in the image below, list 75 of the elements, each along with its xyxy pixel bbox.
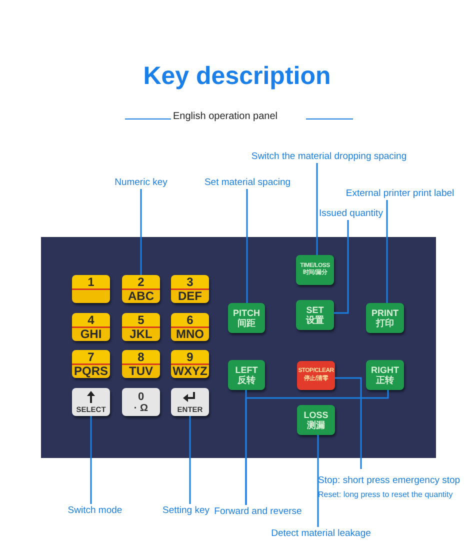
function-key [296,300,334,330]
key-label: 2 [138,276,144,288]
key-label: TUV [129,365,153,377]
keypad-key [72,350,110,378]
key-label: RIGHT [371,364,399,375]
key-label: 正转 [376,375,394,386]
annotation-text: Set material spacing [204,177,291,188]
title: Key description [142,62,332,91]
leader-line [90,416,92,504]
keypad-key [72,313,110,341]
key-label: 间距 [238,318,256,328]
key-label: PRINT [372,308,398,318]
key-label: 0 [138,390,144,402]
annotation-text: Numeric key [114,177,168,188]
key-label: 7 [88,351,94,363]
function-key [366,303,404,333]
key-label: 5 [138,314,144,326]
key-label: DEF [178,290,202,302]
key-label: GHI [80,328,102,340]
keypad-key [122,275,160,303]
control-panel [41,237,436,458]
keypad-key [122,388,160,416]
annotation-text: Switch the material dropping spacing [251,151,407,162]
keypad-key [171,388,209,416]
function-key [297,405,335,435]
keypad-key [171,350,209,378]
leader-line [386,200,388,303]
key-label: LEFT [235,364,258,375]
keypad-key [122,313,160,341]
key-label: · Ω [134,402,148,414]
key-label: 反转 [238,375,256,386]
key-label: 3 [186,276,194,288]
key-label: 4 [88,314,94,326]
key-label: 测漏 [307,420,325,430]
key-label: 9 [186,351,194,363]
keypad-key [171,313,209,341]
annotation-text: Stop: short press emergency stop [318,475,460,486]
leader-line [317,435,319,527]
subtitle: English operation panel [173,111,278,122]
key-label: WXYZ [172,365,208,377]
key-label: 打印 [376,318,394,328]
function-key [228,360,265,390]
key-label: SET [306,304,324,315]
annotation-text: External printer print label [346,188,454,199]
key-label: 设置 [306,315,324,326]
function-key [296,255,334,285]
key-label: PITCH [233,308,260,318]
leader-line [335,377,362,469]
key-label: JKL [130,328,152,340]
function-key [228,303,265,333]
leader-line [245,390,389,505]
annotation-text: Setting key [162,505,210,516]
annotation-text: Detect material leakage [271,528,371,539]
key-label: ABC [128,290,154,302]
function-key [366,360,404,390]
leader-line [316,163,318,255]
key-label: 6 [186,314,194,326]
keypad-key [122,350,160,378]
keypad-key [72,275,110,303]
keypad-key [72,388,110,416]
key-label: MNO [176,328,204,340]
key-label: PQRS [74,365,108,377]
leader-line [246,189,248,303]
annotation-text: Switch mode [68,505,122,516]
key-label: LOSS [304,410,328,420]
annotation-text: Forward and reverse [214,506,302,517]
leader-line [334,220,349,314]
annotation-note: Reset: long press to reset the quantity [318,490,453,499]
stop-key [297,361,335,390]
key-label: 1 [88,276,94,288]
keypad-key [171,275,209,303]
leader-line [189,416,191,504]
annotation-text: Issued quantity [319,208,383,219]
leader-line [140,189,142,275]
key-label: 8 [138,351,144,363]
